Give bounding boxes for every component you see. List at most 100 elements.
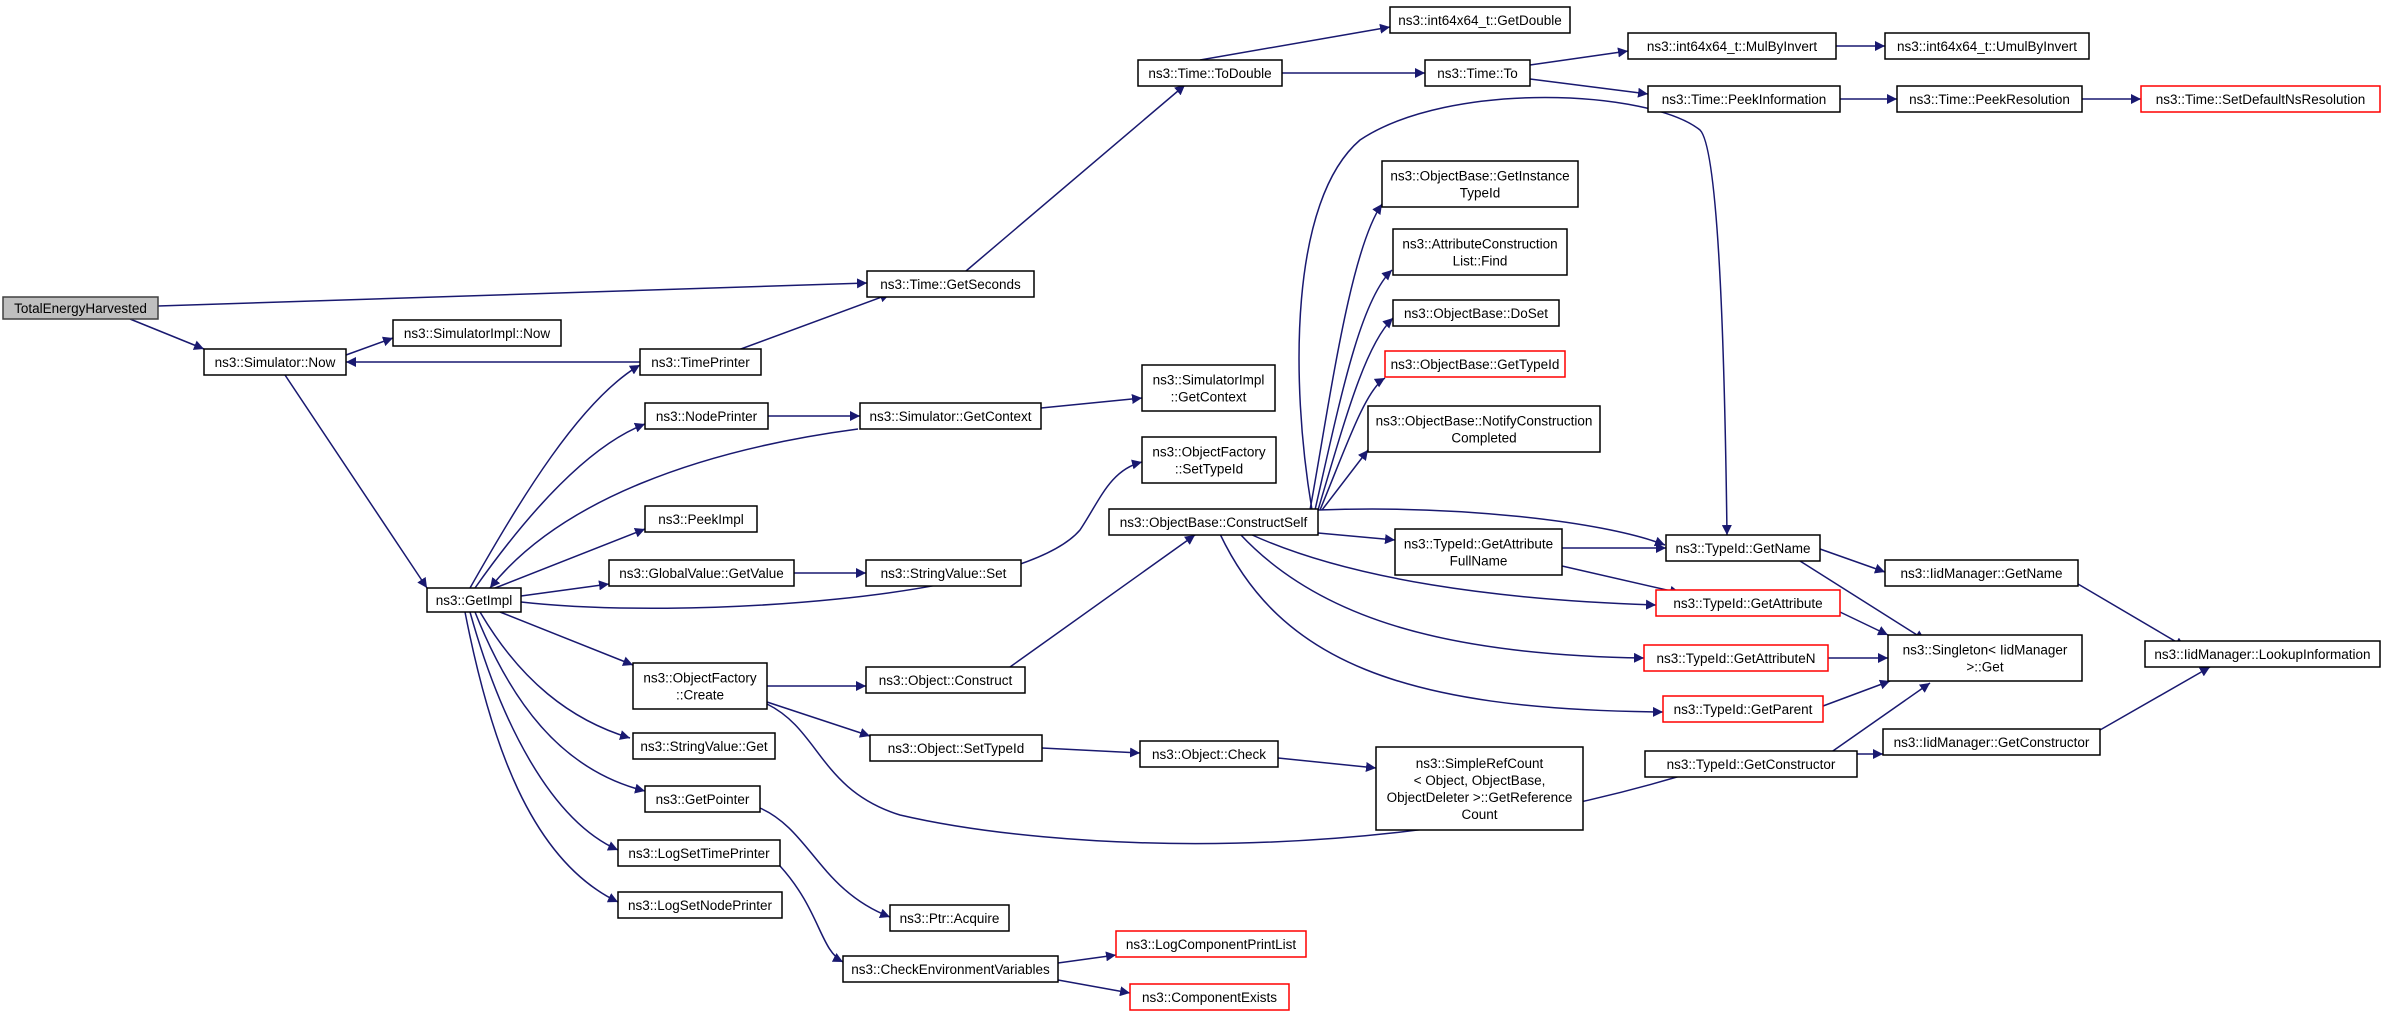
node-box xyxy=(1384,350,1566,378)
node-simpleRefCount[interactable]: ns3::SimpleRefCount< Object, ObjectBase,… xyxy=(1375,746,1584,831)
node-peekImpl[interactable]: ns3::PeekImpl xyxy=(644,505,758,533)
node-box xyxy=(866,270,1035,298)
edge xyxy=(1009,534,1196,668)
node-simImplNow[interactable]: ns3::SimulatorImpl::Now xyxy=(392,319,562,347)
node-simNow[interactable]: ns3::Simulator::Now xyxy=(203,348,347,376)
node-peekInfo[interactable]: ns3::Time::PeekInformation xyxy=(1647,85,1841,113)
node-iidLookup[interactable]: ns3::IidManager::LookupInformation xyxy=(2144,640,2381,668)
edge xyxy=(1839,611,1889,636)
node-obGetTid[interactable]: ns3::ObjectBase::GetTypeId xyxy=(1384,350,1566,378)
node-svSet[interactable]: ns3::StringValue::Set xyxy=(865,559,1022,587)
node-label: ns3::TimePrinter xyxy=(651,355,750,370)
edge xyxy=(520,580,610,597)
node-tidGetCtor[interactable]: ns3::TypeId::GetConstructor xyxy=(1644,750,1858,778)
node-box xyxy=(1884,559,2079,587)
node-box xyxy=(1424,59,1531,87)
node-iidGetCtor[interactable]: ns3::IidManager::GetConstructor xyxy=(1882,728,2101,756)
node-box xyxy=(1896,85,2083,113)
node-logSetTime[interactable]: ns3::LogSetTimePrinter xyxy=(617,839,781,867)
node-root[interactable]: TotalEnergyHarvested xyxy=(2,296,159,320)
node-singletonGet[interactable]: ns3::Singleton< IidManager>::Get xyxy=(1887,634,2083,682)
node-getImpl[interactable]: ns3::GetImpl xyxy=(426,587,522,613)
node-box xyxy=(1394,528,1563,576)
edge xyxy=(1819,548,1886,574)
node-nodePrinter[interactable]: ns3::NodePrinter xyxy=(644,402,769,430)
node-box xyxy=(617,839,781,867)
node-simImplGetContext[interactable]: ns3::SimulatorImpl::GetContext xyxy=(1141,364,1276,412)
node-box xyxy=(644,785,761,813)
node-label: ns3::ObjectFactory xyxy=(643,671,757,686)
node-simGetContext[interactable]: ns3::Simulator::GetContext xyxy=(859,402,1042,430)
node-mulByInvert[interactable]: ns3::int64x64_t::MulByInvert xyxy=(1627,32,1837,60)
edge xyxy=(284,374,428,589)
node-label: ns3::SimulatorImpl::Now xyxy=(404,326,551,341)
node-label: ns3::int64x64_t::UmulByInvert xyxy=(1897,39,2077,54)
edge xyxy=(489,428,859,589)
node-ptrAcquire[interactable]: ns3::Ptr::Acquire xyxy=(889,904,1010,932)
node-tidGetParent[interactable]: ns3::TypeId::GetParent xyxy=(1662,695,1824,723)
node-setDefRes[interactable]: ns3::Time::SetDefaultNsResolution xyxy=(2140,85,2381,113)
node-logCompPrint[interactable]: ns3::LogComponentPrintList xyxy=(1115,930,1307,958)
node-checkEnv[interactable]: ns3::CheckEnvironmentVariables xyxy=(842,955,1059,983)
node-iidGetName[interactable]: ns3::IidManager::GetName xyxy=(1884,559,2079,587)
node-peekRes[interactable]: ns3::Time::PeekResolution xyxy=(1896,85,2083,113)
edge xyxy=(345,336,394,356)
node-timeTo[interactable]: ns3::Time::To xyxy=(1424,59,1531,87)
node-label: ns3::Time::To xyxy=(1437,66,1518,81)
node-box xyxy=(1129,983,1290,1011)
node-label: ns3::ObjectBase::NotifyConstruction xyxy=(1376,414,1593,429)
node-logSetNode[interactable]: ns3::LogSetNodePrinter xyxy=(617,891,783,919)
edge xyxy=(1277,757,1377,772)
node-box xyxy=(1392,228,1568,276)
node-ofCreate[interactable]: ns3::ObjectFactory::Create xyxy=(632,662,768,710)
node-label: ns3::AttributeConstruction xyxy=(1402,237,1557,252)
node-label: ns3::IidManager::LookupInformation xyxy=(2154,647,2370,662)
node-box xyxy=(203,348,347,376)
node-label: ns3::ComponentExists xyxy=(1142,990,1277,1005)
node-obConstructSelf[interactable]: ns3::ObjectBase::ConstructSelf xyxy=(1108,508,1319,536)
edge xyxy=(729,292,891,354)
edge xyxy=(474,422,646,589)
node-label: TypeId xyxy=(1460,186,1501,201)
node-obNotify[interactable]: ns3::ObjectBase::NotifyConstructionCompl… xyxy=(1367,405,1601,453)
node-obDoSet[interactable]: ns3::ObjectBase::DoSet xyxy=(1392,299,1560,327)
node-getSeconds[interactable]: ns3::Time::GetSeconds xyxy=(866,270,1035,298)
node-label: ns3::Simulator::Now xyxy=(215,355,336,370)
node-gvGetValue[interactable]: ns3::GlobalValue::GetValue xyxy=(608,559,795,587)
node-box xyxy=(2,296,159,320)
node-label: ns3::TypeId::GetName xyxy=(1675,541,1810,556)
edge xyxy=(1041,747,1141,758)
node-tidGetName[interactable]: ns3::TypeId::GetName xyxy=(1665,534,1821,562)
edge xyxy=(464,611,619,903)
edge xyxy=(1249,533,1657,610)
edge xyxy=(2077,583,2186,648)
node-compExists[interactable]: ns3::ComponentExists xyxy=(1129,983,1290,1011)
node-umulByInvert[interactable]: ns3::int64x64_t::UmulByInvert xyxy=(1884,32,2090,60)
node-objConstruct[interactable]: ns3::Object::Construct xyxy=(865,666,1026,694)
node-tidGetAttrN[interactable]: ns3::TypeId::GetAttributeN xyxy=(1643,644,1829,672)
node-objSetTypeId[interactable]: ns3::Object::SetTypeId xyxy=(869,734,1043,762)
edge xyxy=(779,865,844,963)
node-box xyxy=(1665,534,1821,562)
node-box xyxy=(617,891,783,919)
node-layer: TotalEnergyHarvestedns3::Simulator::Nown… xyxy=(2,6,2381,1011)
node-tidGetAttr[interactable]: ns3::TypeId::GetAttribute xyxy=(1655,589,1841,617)
node-box xyxy=(1137,59,1283,87)
node-label: ns3::TypeId::GetAttribute xyxy=(1673,596,1822,611)
node-toDouble[interactable]: ns3::Time::ToDouble xyxy=(1137,59,1283,87)
edge xyxy=(1057,951,1117,964)
node-timePrinter[interactable]: ns3::TimePrinter xyxy=(639,348,762,376)
edge xyxy=(1298,96,1732,536)
node-getPointer[interactable]: ns3::GetPointer xyxy=(644,785,761,813)
node-objCheck[interactable]: ns3::Object::Check xyxy=(1139,740,1279,768)
node-label: ns3::Time::PeekResolution xyxy=(1909,92,2070,107)
node-box xyxy=(2140,85,2381,113)
node-svGet[interactable]: ns3::StringValue::Get xyxy=(632,732,776,760)
node-ofSetTypeId[interactable]: ns3::ObjectFactory::SetTypeId xyxy=(1141,436,1277,484)
node-label: ns3::int64x64_t::MulByInvert xyxy=(1647,39,1818,54)
node-label: ns3::int64x64_t::GetDouble xyxy=(1398,13,1562,28)
node-i64GetDouble[interactable]: ns3::int64x64_t::GetDouble xyxy=(1389,6,1571,34)
